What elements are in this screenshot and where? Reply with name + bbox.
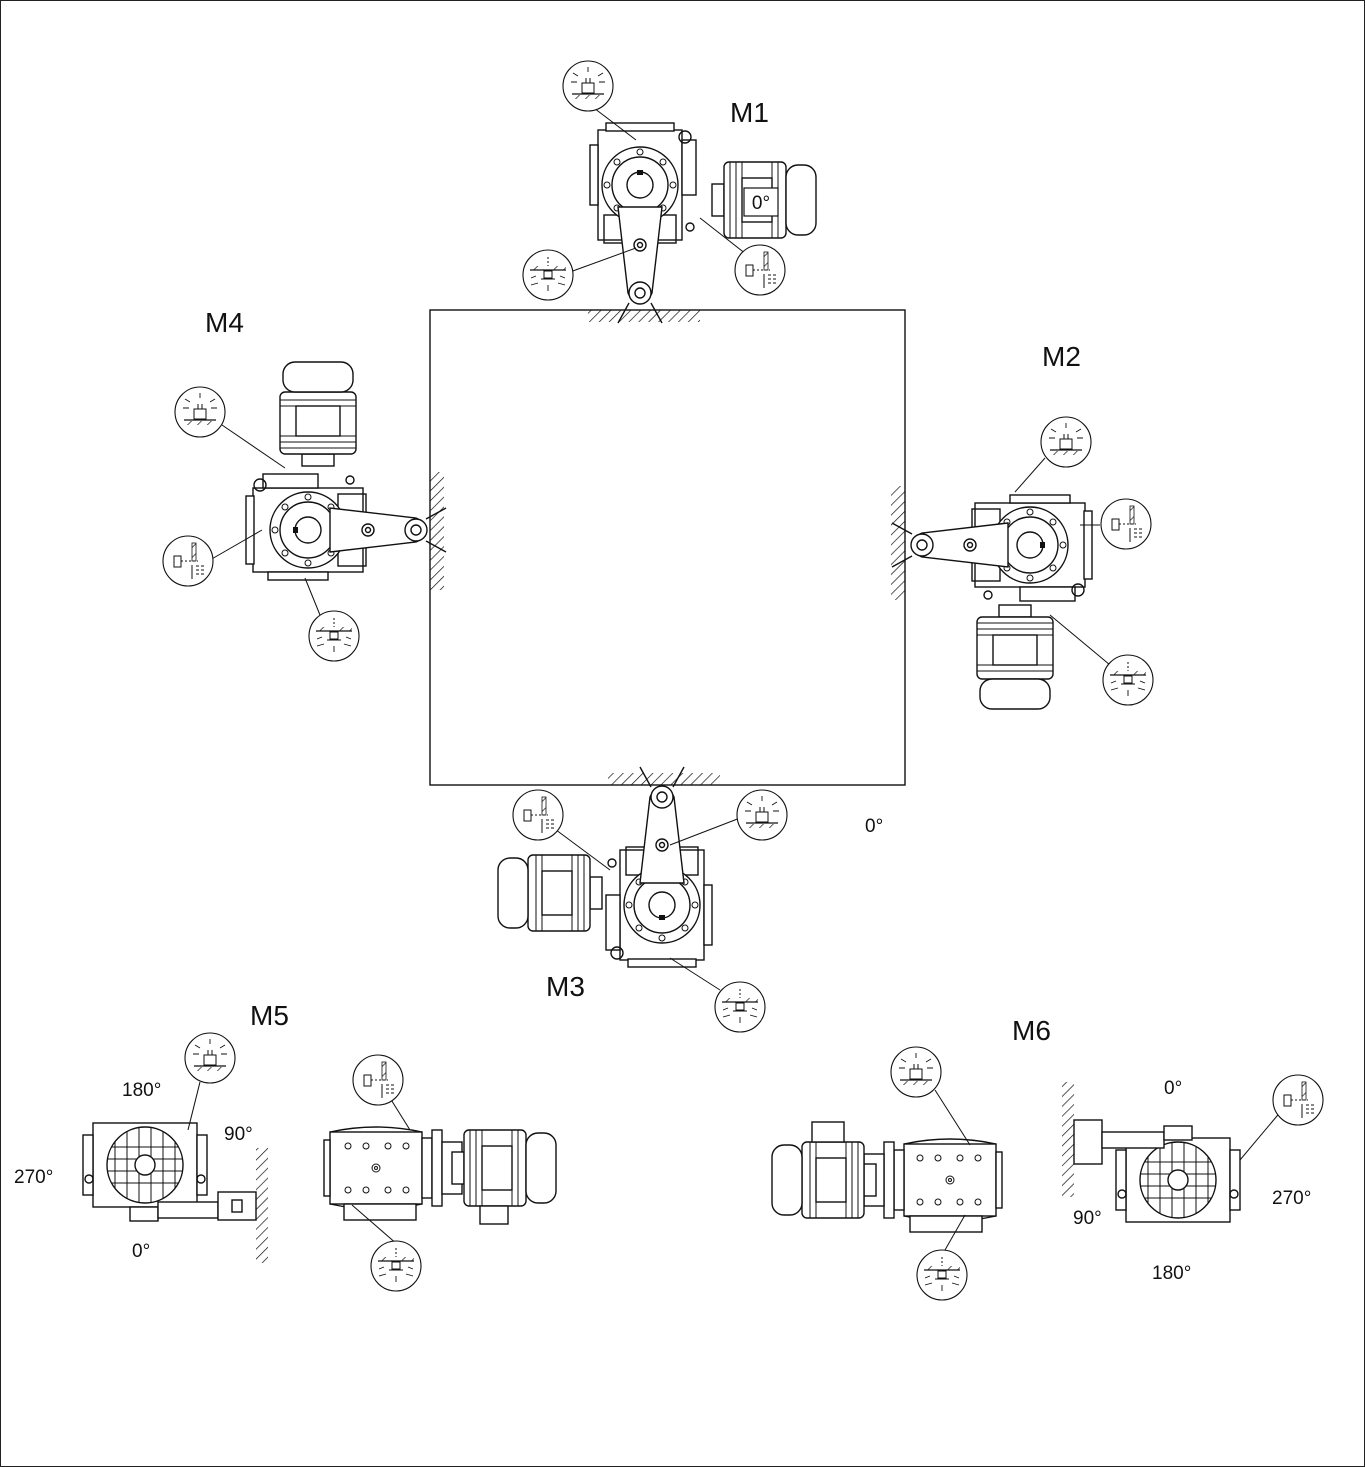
m4-breather-plug-icon bbox=[174, 386, 226, 438]
m2-gearmotor bbox=[891, 494, 1093, 710]
m5-angle-top: 180° bbox=[122, 1080, 161, 1101]
m6-drain-plug-icon bbox=[916, 1249, 968, 1301]
m6-angle-bottom: 180° bbox=[1152, 1263, 1191, 1284]
m6-angle-left: 90° bbox=[1073, 1208, 1102, 1229]
m5-oil-level-plug-icon bbox=[352, 1054, 404, 1106]
m4-oil-level-plug-icon bbox=[162, 535, 214, 587]
m1-motor-angle-label: 0° bbox=[752, 193, 770, 214]
m1-drain-plug-icon bbox=[522, 249, 574, 301]
m5-breather-plug-icon bbox=[184, 1032, 236, 1084]
m1-breather-plug-icon bbox=[562, 60, 614, 112]
m2-label: M2 bbox=[1042, 341, 1081, 372]
mounting-surface-right bbox=[891, 486, 905, 600]
m2-drain-plug-icon bbox=[1102, 654, 1154, 706]
reference-frame bbox=[429, 309, 906, 786]
m6-angle-right: 270° bbox=[1272, 1188, 1311, 1209]
m3-angle-label: 0° bbox=[865, 816, 883, 837]
m5-angle-left: 270° bbox=[14, 1167, 53, 1188]
m5-side-view bbox=[323, 1126, 557, 1225]
m6-oil-level-plug-icon bbox=[1272, 1074, 1324, 1126]
m3-breather-plug-icon bbox=[736, 789, 788, 841]
m5-drain-plug-icon bbox=[370, 1240, 422, 1292]
m5-angle-bottom: 0° bbox=[132, 1241, 150, 1262]
m3-label: M3 bbox=[546, 971, 585, 1002]
m5-label: M5 bbox=[250, 1000, 289, 1031]
mounting-surface-left bbox=[430, 472, 444, 590]
m4-drain-plug-icon bbox=[308, 610, 360, 662]
m5-angle-right: 90° bbox=[224, 1124, 253, 1145]
m5-front-view bbox=[82, 1122, 268, 1263]
m3-oil-level-plug-icon bbox=[512, 789, 564, 841]
m6-side-view bbox=[771, 1121, 1003, 1233]
m6-breather-plug-icon bbox=[890, 1046, 942, 1098]
m4-gearmotor bbox=[245, 361, 447, 581]
mounting-surface-bottom bbox=[608, 773, 720, 785]
m1-oil-level-plug-icon bbox=[734, 244, 786, 296]
m4-label: M4 bbox=[205, 307, 244, 338]
m1-label: M1 bbox=[730, 97, 769, 128]
m1-gearmotor bbox=[589, 122, 817, 324]
m2-breather-plug-icon bbox=[1040, 416, 1092, 468]
m6-angle-top: 0° bbox=[1164, 1078, 1182, 1099]
mounting-surface-top bbox=[588, 310, 700, 322]
m3-drain-plug-icon bbox=[714, 981, 766, 1033]
m6-front-view bbox=[1062, 1082, 1241, 1223]
m2-oil-level-plug-icon bbox=[1100, 498, 1152, 550]
m6-label: M6 bbox=[1012, 1015, 1051, 1046]
